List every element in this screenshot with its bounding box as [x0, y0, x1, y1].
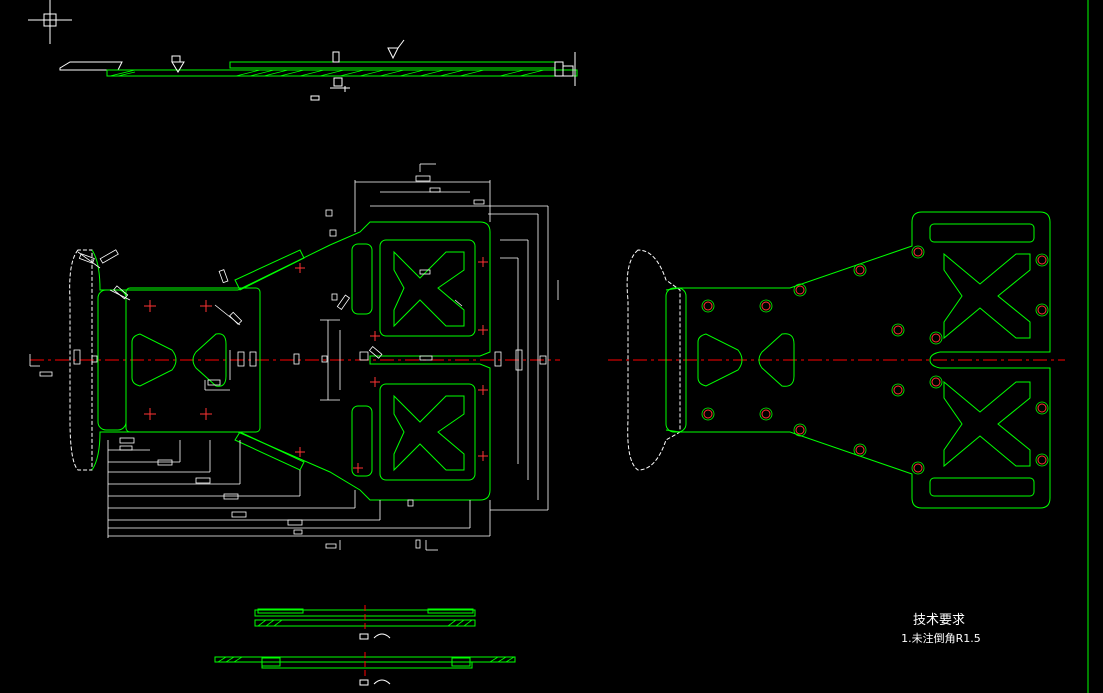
- tech-requirements-title: 技术要求: [912, 613, 965, 628]
- section-view-a: [254, 605, 476, 640]
- left-plan-view: [29, 163, 560, 551]
- section-view-b: [214, 652, 516, 686]
- section-marker-icon: [359, 679, 391, 686]
- hole-markers: [703, 247, 1047, 473]
- tech-requirements-note: 1.未注倒角R1.5: [901, 632, 981, 645]
- right-plan-view: [608, 211, 1065, 509]
- top-side-view: [59, 39, 578, 101]
- section-marker-icon: [359, 633, 391, 640]
- crosshair-icon: [28, 0, 72, 44]
